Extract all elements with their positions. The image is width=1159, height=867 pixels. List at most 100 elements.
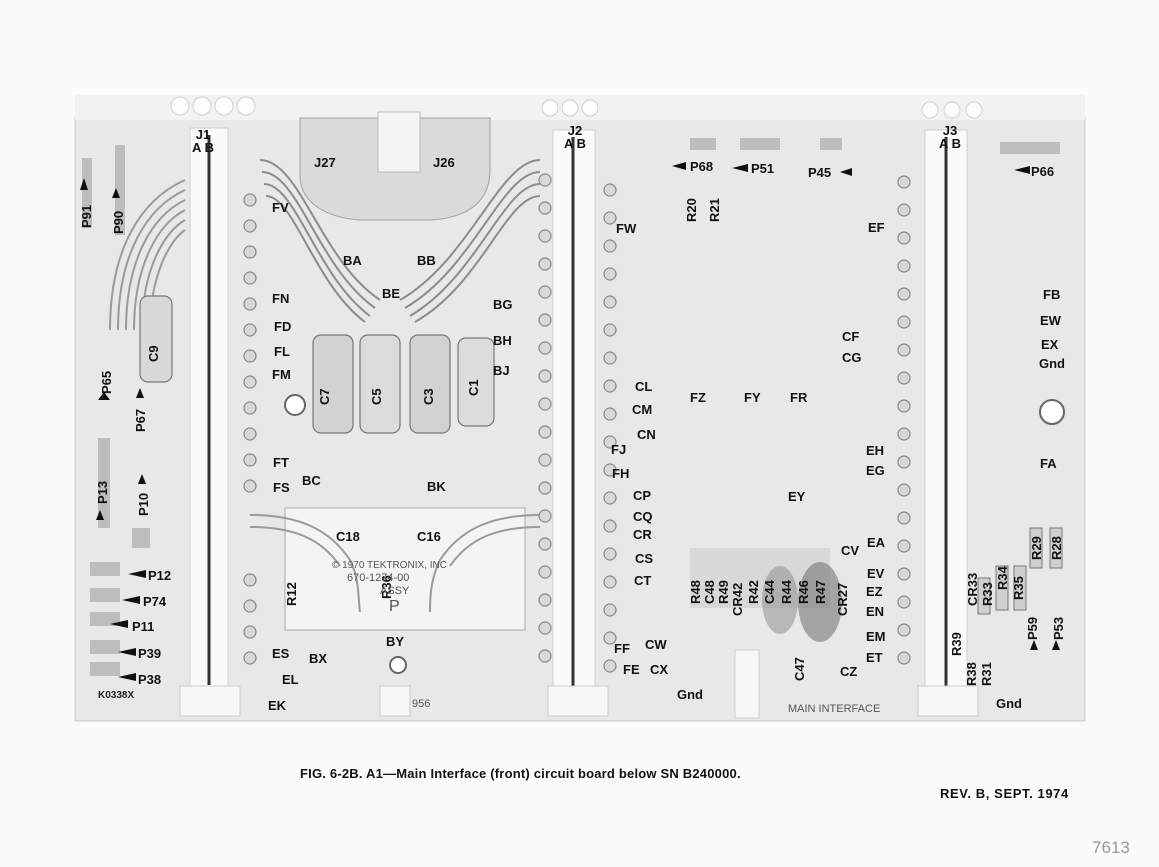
label-gnd-center: Gnd (677, 687, 703, 702)
label-r20: R20 (684, 198, 699, 222)
label-p38: P38 (138, 672, 162, 687)
label-fh: FH (612, 466, 630, 481)
label-c5: C5 (369, 388, 384, 405)
label-eh: EH (866, 443, 885, 458)
label-r12: R12 (284, 582, 299, 606)
label-ef: EF (868, 220, 885, 235)
label-cm: CM (632, 402, 653, 417)
label-p91: P91 (79, 204, 94, 228)
label-fs: FS (273, 480, 290, 495)
connector-j2-pins: A B (564, 136, 586, 151)
label-ek: EK (268, 698, 287, 713)
label-p65: P65 (99, 370, 114, 394)
label-p13: P13 (95, 480, 110, 504)
label-p51: P51 (751, 161, 775, 176)
j3-pads (897, 175, 911, 665)
right-resistors (977, 527, 1063, 615)
label-r31: R31 (979, 662, 994, 686)
component-cluster (690, 548, 842, 642)
label-ct: CT (634, 573, 652, 588)
label-r46: R46 (796, 580, 811, 604)
label-cf: CF (842, 329, 860, 344)
label-em: EM (866, 629, 886, 644)
label-r34: R34 (995, 566, 1010, 590)
connector-j1: J1 A B (183, 128, 223, 154)
label-r42: R42 (746, 580, 761, 604)
label-c44: C44 (762, 580, 777, 604)
silk-stock-mark: K0338X (98, 690, 135, 701)
label-c16: C16 (417, 529, 441, 544)
label-cl: CL (635, 379, 653, 394)
label-gnd-right: Gnd (1039, 356, 1065, 371)
label-r44: R44 (779, 580, 794, 604)
label-r47: R47 (813, 580, 828, 604)
label-c1: C1 (466, 379, 481, 396)
label-ey: EY (788, 489, 806, 504)
label-fd: FD (274, 319, 292, 334)
label-p12: P12 (148, 568, 172, 583)
label-fn: FN (272, 291, 290, 306)
silk-tektronix: © 1970 TEKTRONIX, INC (332, 560, 447, 571)
label-gnd-bottom-right: Gnd (996, 696, 1022, 711)
label-c18: C18 (336, 529, 360, 544)
label-fm: FM (272, 367, 291, 382)
label-fb: FB (1043, 287, 1061, 302)
label-c7: C7 (317, 388, 332, 405)
label-fa: FA (1040, 456, 1057, 471)
label-r21: R21 (707, 198, 722, 222)
lower-module (284, 507, 526, 631)
top-jack-slot (377, 111, 421, 173)
label-r38: R38 (964, 662, 979, 686)
label-p39: P39 (138, 646, 162, 661)
silk-main-interface: MAIN INTERFACE (788, 703, 881, 715)
page-number: 7613 (1092, 838, 1130, 857)
silk-part-number: 670-1274-00 (347, 572, 410, 584)
label-ez: EZ (866, 584, 883, 599)
label-cr: CR (633, 527, 652, 542)
label-cr33: CR33 (965, 572, 980, 606)
label-fr: FR (790, 390, 808, 405)
label-p74: P74 (143, 594, 167, 609)
label-p68: P68 (690, 159, 714, 174)
label-cz: CZ (840, 664, 858, 679)
top-edge-notches (170, 96, 983, 119)
trace-bundle-lower (249, 514, 541, 613)
label-bc: BC (302, 473, 321, 488)
label-ff: FF (614, 641, 630, 656)
label-ew: EW (1040, 313, 1061, 328)
label-cr27: CR27 (835, 582, 850, 616)
label-p66: P66 (1031, 164, 1055, 179)
label-j27: J27 (314, 155, 336, 170)
silk-assy: ASSY (380, 585, 410, 597)
label-cg: CG (842, 350, 862, 365)
label-p45: P45 (808, 165, 832, 180)
p45-header (820, 138, 842, 150)
figure-caption: FIG. 6-2B. A1—Main Interface (front) cir… (300, 766, 741, 781)
connector-j2: J2 A B (555, 124, 595, 150)
label-fz: FZ (690, 390, 706, 405)
label-ba: BA (343, 253, 362, 268)
label-cn: CN (637, 427, 656, 442)
label-c47: C47 (792, 657, 807, 681)
label-ft: FT (273, 455, 289, 470)
pointer-arrows (80, 162, 1060, 681)
bottom-tabs (179, 649, 979, 719)
revision-note: REV. B, SEPT. 1974 (940, 786, 1069, 801)
label-p59: P59 (1025, 616, 1040, 640)
connector-j3-pins: A B (939, 136, 961, 151)
label-r49: R49 (716, 580, 731, 604)
connector-j3-name: J3 (942, 123, 958, 138)
label-fj: FJ (611, 442, 627, 457)
j1-pads (243, 193, 257, 665)
p66-header (1000, 142, 1060, 154)
label-by: BY (386, 634, 405, 649)
label-r29: R29 (1029, 536, 1044, 560)
label-fw: FW (616, 221, 637, 236)
label-c48: C48 (702, 580, 717, 604)
left-pin-headers (82, 145, 150, 676)
label-fv: FV (272, 200, 289, 215)
capacitor-bank (139, 295, 495, 434)
label-bj: BJ (493, 363, 510, 378)
